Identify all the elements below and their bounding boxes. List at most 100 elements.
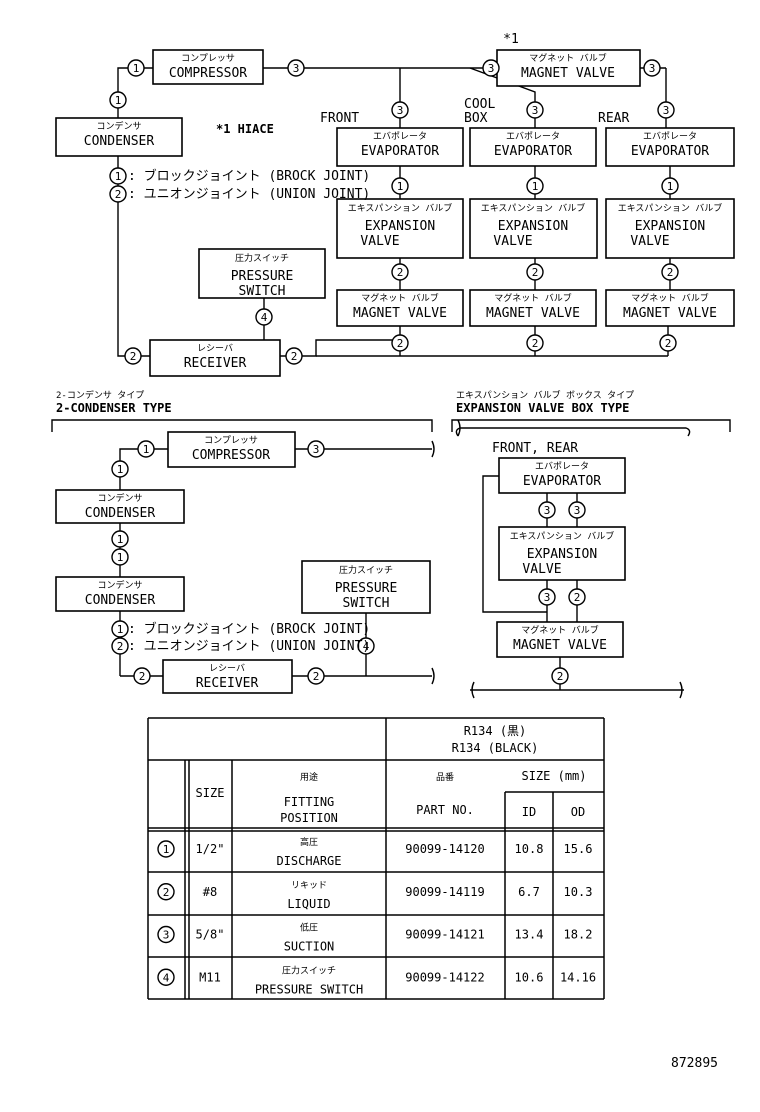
fitting-header-jp: 用途 xyxy=(300,771,318,783)
table-cell-part-no: 90099-14120 xyxy=(405,842,484,856)
joint-marker-1-number: 1 xyxy=(133,62,140,75)
joint-marker-3: 3 xyxy=(657,101,675,119)
joint-marker-3: 3 xyxy=(287,59,305,77)
pressure-switch-jp-label: 圧力スイッチ xyxy=(235,252,289,264)
exp-box-jp-title: エキスパンション バルブ ボックス タイプ xyxy=(456,389,634,401)
condenser-jp-label: コンデンサ xyxy=(97,579,142,591)
legend-block-joint: : ブロックジョイント (BROCK JOINT) xyxy=(128,621,370,637)
legend-union-joint: : ユニオンジョイント (UNION JOINT) xyxy=(128,639,370,654)
expansion-valve-label-line1: EXPANSION xyxy=(365,219,435,234)
joint-marker-3-number: 3 xyxy=(574,504,581,517)
joint-marker-1-number: 1 xyxy=(117,463,124,476)
pressure-switch-label-line1: PRESSURE xyxy=(231,269,294,284)
table-row-marker-number: 3 xyxy=(163,929,170,942)
joint-marker-1-number: 1 xyxy=(397,180,404,193)
magnet-valve-label: MAGNET VALVE xyxy=(513,638,607,653)
table-cell-fitting: SUCTION xyxy=(284,940,335,954)
joint-marker-1: 1 xyxy=(111,530,129,548)
table-row-marker: 3 xyxy=(157,925,175,944)
joint-marker-2: 2 xyxy=(526,263,544,281)
table-cell-fitting-jp: 圧力スイッチ xyxy=(282,964,336,976)
table-cell-od: 14.16 xyxy=(560,970,596,984)
joint-marker-1: 1 xyxy=(109,167,127,185)
expansion-valve-label-line1: EXPANSION xyxy=(635,219,705,234)
receiver-jp-label: レシーバ xyxy=(197,343,233,354)
joint-marker-1-number: 1 xyxy=(115,94,122,107)
joint-marker-4-number: 4 xyxy=(363,640,370,653)
joint-marker-2: 2 xyxy=(109,185,127,203)
joint-marker-3-number: 3 xyxy=(313,443,320,456)
compressor-jp-label: コンプレッサ xyxy=(181,53,235,64)
joint-marker-1: 1 xyxy=(111,460,129,478)
expansion-valve-jp-label: エキスパンション バルブ xyxy=(481,202,586,214)
size-header: SIZE xyxy=(196,786,225,800)
joint-marker-2: 2 xyxy=(111,637,129,655)
joint-marker-1-number: 1 xyxy=(117,623,124,636)
joint-marker-2-number: 2 xyxy=(557,670,564,683)
refrigerant-type-jp: R134 (黒) xyxy=(464,724,527,738)
joint-marker-1-number: 1 xyxy=(143,443,150,456)
size-mm-header: SIZE (mm) xyxy=(521,769,586,783)
receiver-label: RECEIVER xyxy=(184,356,247,371)
table-cell-part-no: 90099-14122 xyxy=(405,970,484,984)
joint-marker-3: 3 xyxy=(568,501,586,519)
joint-marker-2-number: 2 xyxy=(574,591,581,604)
joint-marker-1-number: 1 xyxy=(667,180,674,193)
receiver-label: RECEIVER xyxy=(196,676,259,691)
part-header: PART NO. xyxy=(416,803,474,817)
joint-marker-2: 2 xyxy=(568,588,586,606)
joint-marker-3-number: 3 xyxy=(544,504,551,517)
hiace-note: *1 HIACE xyxy=(216,122,274,136)
evaporator-label: EVAPORATOR xyxy=(494,144,572,159)
figure-number: 872895 xyxy=(671,1056,718,1071)
table-cell-size: 5/8" xyxy=(196,928,225,942)
fitting-table: R134 (黒)R134 (BLACK)SIZE用途FITTINGPOSITIO… xyxy=(147,717,605,1000)
table-cell-size: #8 xyxy=(203,885,217,899)
pressure-switch-label-line2: SWITCH xyxy=(239,284,286,299)
joint-marker-2: 2 xyxy=(659,334,677,352)
joint-marker-2-number: 2 xyxy=(313,670,320,683)
joint-marker-2-number: 2 xyxy=(667,266,674,279)
joint-marker-1: 1 xyxy=(111,620,129,638)
component-boxes xyxy=(55,49,735,694)
joint-marker-1: 1 xyxy=(111,548,129,566)
joint-marker-1: 1 xyxy=(109,91,127,109)
joint-marker-3: 3 xyxy=(307,440,325,458)
expansion-valve-jp-label: エキスパンション バルブ xyxy=(348,202,453,214)
joint-marker-2: 2 xyxy=(133,667,151,685)
magnet-valve-label: MAGNET VALVE xyxy=(486,306,580,321)
id-header: ID xyxy=(522,805,536,819)
table-cell-fitting: DISCHARGE xyxy=(276,854,341,868)
joint-marker-3: 3 xyxy=(482,59,500,77)
joint-marker-1-number: 1 xyxy=(532,180,539,193)
cool-label: COOL xyxy=(464,97,495,112)
joint-marker-2: 2 xyxy=(551,667,569,685)
joint-marker-2: 2 xyxy=(661,263,679,281)
joint-marker-4-number: 4 xyxy=(261,311,268,324)
table-row-marker-number: 2 xyxy=(163,886,170,899)
expansion-valve-label-line2: VALVE xyxy=(493,234,532,249)
joint-marker-4: 4 xyxy=(357,637,375,655)
receiver-jp-label: レシーバ xyxy=(209,663,245,674)
expansion-valve-label-line2: VALVE xyxy=(522,562,561,577)
magnet-valve-label: MAGNET VALVE xyxy=(521,66,615,81)
joint-marker-1: 1 xyxy=(127,59,145,77)
table-cell-fitting-jp: リキッド xyxy=(291,881,327,891)
pressure-switch-jp-label: 圧力スイッチ xyxy=(339,564,393,576)
front-label: FRONT xyxy=(320,111,359,126)
joint-marker-3: 3 xyxy=(538,588,556,606)
evaporator-label: EVAPORATOR xyxy=(523,474,601,489)
joint-marker-2-number: 2 xyxy=(397,266,404,279)
table-row-marker: 2 xyxy=(157,883,175,901)
table-cell-part-no: 90099-14119 xyxy=(405,885,484,899)
table-cell-id: 10.8 xyxy=(515,842,544,856)
compressor-label: COMPRESSOR xyxy=(169,66,247,81)
expansion-valve-label-line2: VALVE xyxy=(630,234,669,249)
joint-marker-2-number: 2 xyxy=(130,350,137,363)
fitting-header-line2: POSITION xyxy=(280,811,338,825)
joint-marker-2-number: 2 xyxy=(532,266,539,279)
evaporator-label: EVAPORATOR xyxy=(631,144,709,159)
joint-marker-2-number: 2 xyxy=(117,640,124,653)
two-condenser-title: 2-CONDENSER TYPE xyxy=(56,401,172,415)
